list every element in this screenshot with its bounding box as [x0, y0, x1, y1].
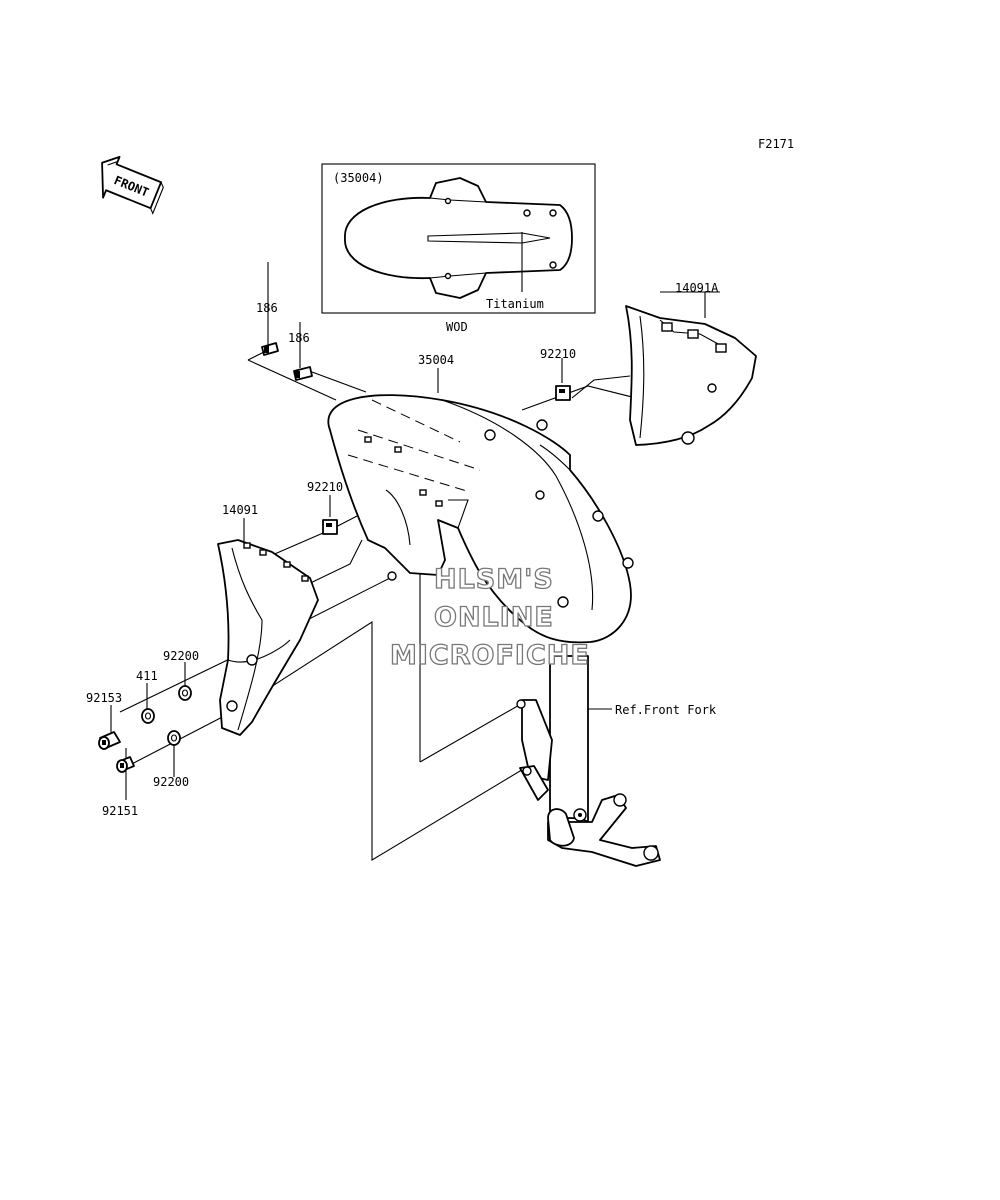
right-side-cover	[625, 305, 757, 446]
label-92153: 92153	[86, 691, 122, 705]
label-92151: 92151	[102, 804, 138, 818]
inset-part-ref: (35004)	[333, 171, 384, 185]
nut-92210-left	[322, 519, 338, 535]
leader-lines	[110, 262, 720, 861]
bolt-92151	[116, 756, 135, 773]
bolt-186-lower	[293, 366, 313, 381]
bolt-186-upper	[261, 342, 279, 356]
label-14091: 14091	[222, 503, 258, 517]
front-arrow-icon: FRONT	[101, 155, 164, 215]
watermark: HLSM'S ONLINE MICROFICHE	[389, 563, 590, 671]
washer-92200-upper	[178, 685, 192, 701]
label-92210-left: 92210	[307, 480, 343, 494]
label-186-lower: 186	[288, 331, 310, 345]
watermark-line-2: ONLINE	[434, 602, 554, 633]
label-92200-upper: 92200	[163, 649, 199, 663]
watermark-line-3: MICROFICHE	[390, 640, 590, 671]
washer-411	[141, 708, 155, 724]
label-411: 411	[136, 669, 158, 683]
front-fender	[327, 394, 634, 644]
label-186-upper: 186	[256, 301, 278, 315]
left-side-cover	[217, 539, 319, 736]
front-fork	[516, 655, 661, 867]
figure-code: F2171	[758, 137, 794, 151]
watermark-line-1: HLSM'S	[434, 564, 554, 595]
nut-92210-right	[555, 385, 571, 401]
bolt-92153	[98, 731, 121, 750]
inset-variant: WOD	[446, 320, 468, 334]
label-35004: 35004	[418, 353, 454, 367]
label-ref-front-fork: Ref.Front Fork	[615, 703, 717, 717]
label-14091A: 14091A	[675, 281, 719, 295]
washer-92200-lower	[167, 730, 181, 746]
inset-box: (35004) Titanium WOD	[321, 163, 596, 334]
label-92200-lower: 92200	[153, 775, 189, 789]
inset-note-titanium: Titanium	[486, 297, 544, 311]
label-92210-right: 92210	[540, 347, 576, 361]
